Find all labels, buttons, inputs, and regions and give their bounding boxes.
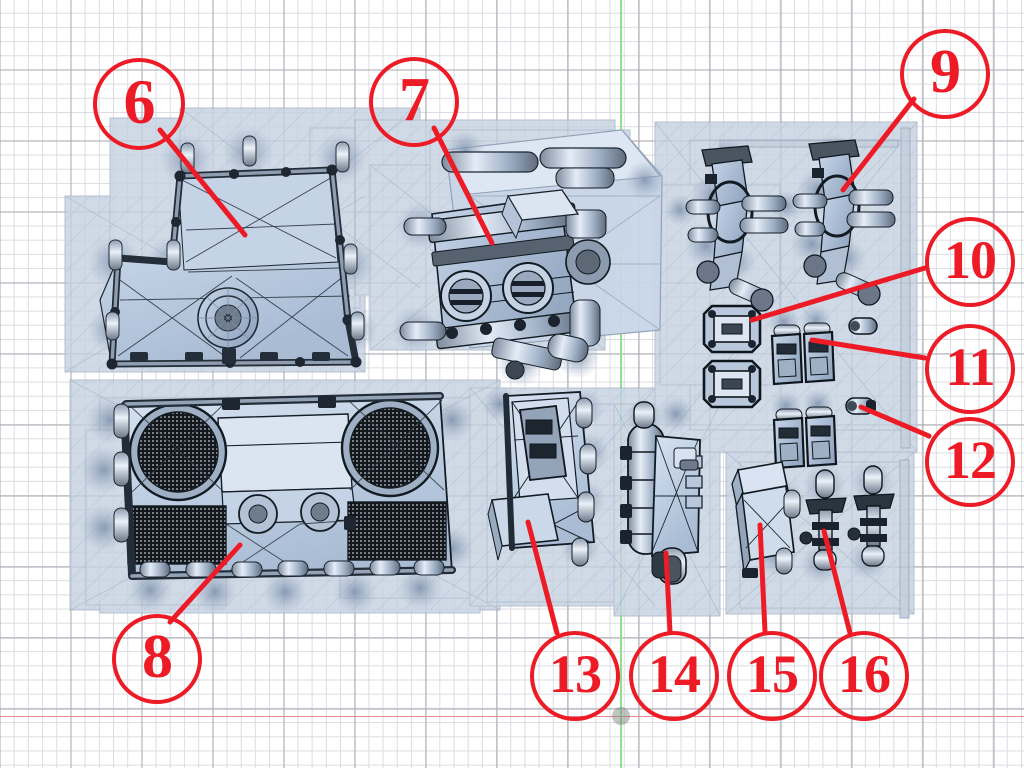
callout-6-label: 6: [123, 66, 156, 137]
callout-11-label: 11: [945, 337, 995, 397]
callout-14[interactable]: 14: [629, 631, 719, 721]
group-square-floor-fixture: [702, 304, 762, 409]
callout-8-label: 8: [142, 623, 173, 691]
callout-13[interactable]: 13: [530, 631, 620, 721]
callout-9-label: 9: [930, 38, 961, 106]
callout-7[interactable]: 7: [369, 57, 459, 147]
callout-15-label: 15: [746, 644, 799, 704]
y-axis-line: [620, 0, 622, 768]
callout-10-label: 10: [944, 230, 997, 290]
group-cylindrical-drum-tank: [620, 396, 703, 585]
callout-13-label: 13: [549, 644, 602, 704]
callout-8[interactable]: 8: [112, 614, 202, 704]
callout-6[interactable]: 6: [93, 58, 185, 150]
callout-7-label: 7: [399, 66, 430, 134]
callout-16-label: 16: [838, 644, 891, 704]
callout-9[interactable]: 9: [900, 29, 990, 119]
x-axis-line: [0, 716, 1024, 717]
callout-11[interactable]: 11: [925, 324, 1015, 414]
group-tilted-panel-rack: [482, 386, 610, 568]
callout-14-label: 14: [648, 644, 701, 704]
callout-16[interactable]: 16: [819, 631, 909, 721]
callout-12-label: 12: [944, 430, 997, 490]
callout-12[interactable]: 12: [925, 417, 1015, 507]
callout-15[interactable]: 15: [727, 631, 817, 721]
callout-10[interactable]: 10: [925, 217, 1015, 307]
group-twin-fan-radiator-unit: [80, 392, 474, 614]
origin-marker: [612, 707, 630, 725]
